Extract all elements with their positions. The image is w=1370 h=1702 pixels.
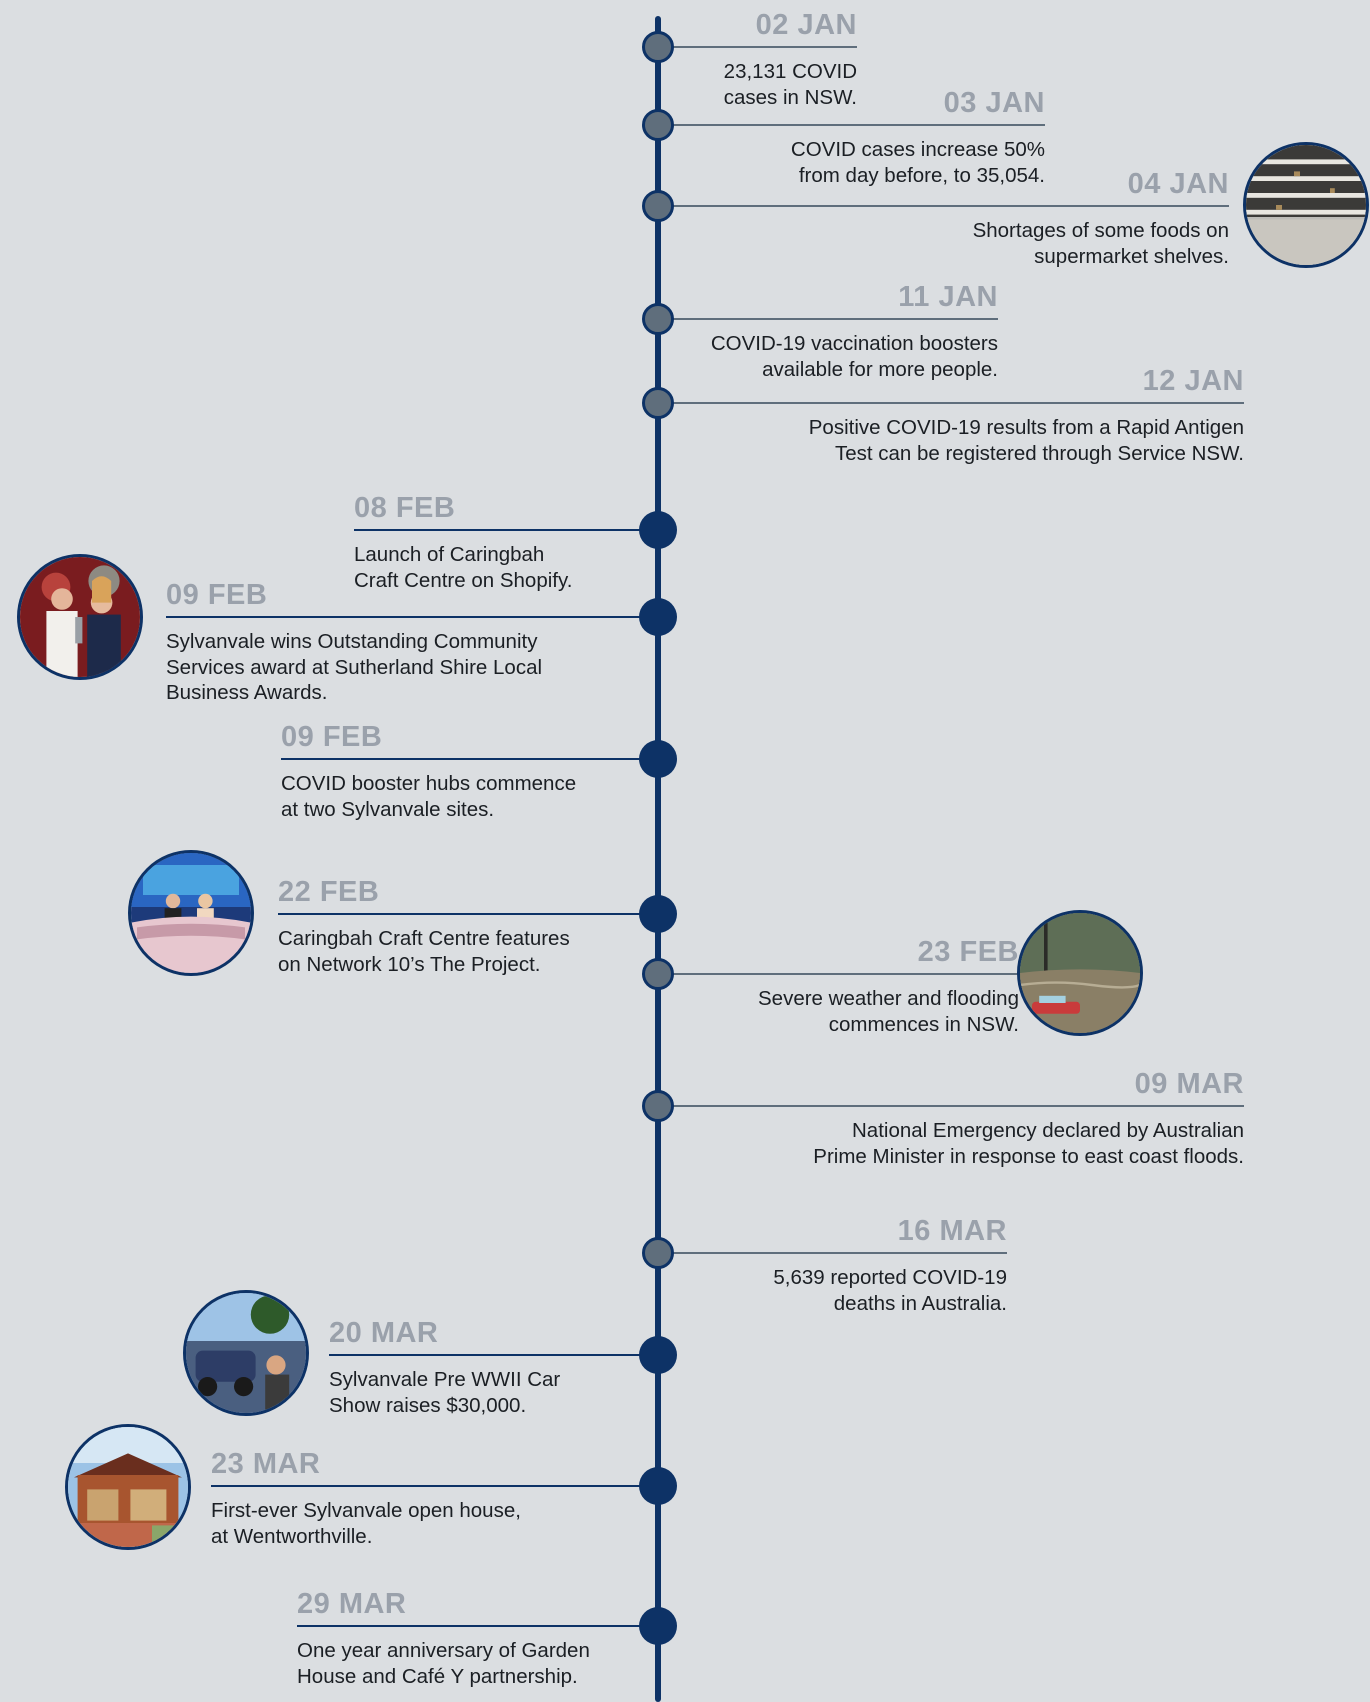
event-description: 23,131 COVID cases in NSW. xyxy=(723,60,857,109)
timeline-node xyxy=(639,1336,677,1374)
event-connector-line xyxy=(297,1625,658,1627)
event-connector-line xyxy=(658,1252,1007,1254)
event-connector-line xyxy=(658,973,1019,975)
event-description: COVID cases increase 50% from day before… xyxy=(790,138,1045,187)
event-connector-line xyxy=(658,402,1244,404)
empty-supermarket-shelves-photo xyxy=(1243,142,1369,268)
event-connector-line xyxy=(278,913,658,915)
event-connector-line xyxy=(658,46,857,48)
brick-house-photo xyxy=(65,1424,191,1550)
event-description: Severe weather and flooding commences in… xyxy=(758,987,1019,1036)
tv-studio-photo xyxy=(128,850,254,976)
event-connector-line xyxy=(354,529,658,531)
event-connector-line xyxy=(658,318,998,320)
timeline-node xyxy=(639,598,677,636)
event-description: One year anniversary of Garden House and… xyxy=(297,1639,590,1688)
event-description: Positive COVID-19 results from a Rapid A… xyxy=(808,416,1244,465)
event-date: 29 MAR xyxy=(297,1588,407,1620)
timeline-node xyxy=(642,31,674,63)
event-description: 5,639 reported COVID-19 deaths in Austra… xyxy=(773,1266,1007,1315)
timeline-node xyxy=(639,1467,677,1505)
timeline-node xyxy=(639,895,677,933)
event-description: COVID-19 vaccination boosters available … xyxy=(710,332,998,381)
timeline-node xyxy=(642,1237,674,1269)
event-date: 22 FEB xyxy=(278,876,380,908)
event-connector-line xyxy=(329,1354,658,1356)
timeline-node xyxy=(639,511,677,549)
timeline-node xyxy=(639,1607,677,1645)
event-connector-line xyxy=(211,1485,658,1487)
event-date: 02 JAN xyxy=(755,9,857,41)
event-date: 09 FEB xyxy=(281,721,383,753)
event-date: 11 JAN xyxy=(898,281,998,313)
event-description: Shortages of some foods on supermarket s… xyxy=(972,219,1229,268)
event-description: COVID booster hubs commence at two Sylva… xyxy=(281,772,577,821)
event-description: Sylvanvale Pre WWII Car Show raises $30,… xyxy=(329,1368,561,1417)
event-date: 04 JAN xyxy=(1127,168,1229,200)
event-description: Sylvanvale wins Outstanding Community Se… xyxy=(166,630,543,704)
event-description: First-ever Sylvanvale open house, at Wen… xyxy=(211,1499,521,1548)
timeline-node xyxy=(642,387,674,419)
event-connector-line xyxy=(658,1105,1244,1107)
event-date: 23 FEB xyxy=(917,936,1019,968)
event-date: 08 FEB xyxy=(354,492,456,524)
event-connector-line xyxy=(658,124,1045,126)
vintage-cars-photo xyxy=(183,1290,309,1416)
timeline-node xyxy=(642,303,674,335)
timeline-node xyxy=(642,109,674,141)
event-date: 03 JAN xyxy=(943,87,1045,119)
award-winners-photo xyxy=(17,554,143,680)
event-date: 20 MAR xyxy=(329,1317,439,1349)
event-description: Launch of Caringbah Craft Centre on Shop… xyxy=(354,543,573,592)
event-description: National Emergency declared by Australia… xyxy=(813,1119,1244,1168)
timeline-node xyxy=(642,190,674,222)
timeline-axis xyxy=(655,16,661,1702)
event-date: 16 MAR xyxy=(897,1215,1007,1247)
event-date: 12 JAN xyxy=(1142,365,1244,397)
event-connector-line xyxy=(166,616,658,618)
flooded-car-photo xyxy=(1017,910,1143,1036)
event-description: Caringbah Craft Centre features on Netwo… xyxy=(278,927,570,976)
timeline-node xyxy=(642,1090,674,1122)
event-date: 23 MAR xyxy=(211,1448,321,1480)
timeline-node xyxy=(639,740,677,778)
timeline-node xyxy=(642,958,674,990)
event-date: 09 MAR xyxy=(1134,1068,1244,1100)
event-connector-line xyxy=(658,205,1229,207)
event-connector-line xyxy=(281,758,658,760)
event-date: 09 FEB xyxy=(166,579,268,611)
